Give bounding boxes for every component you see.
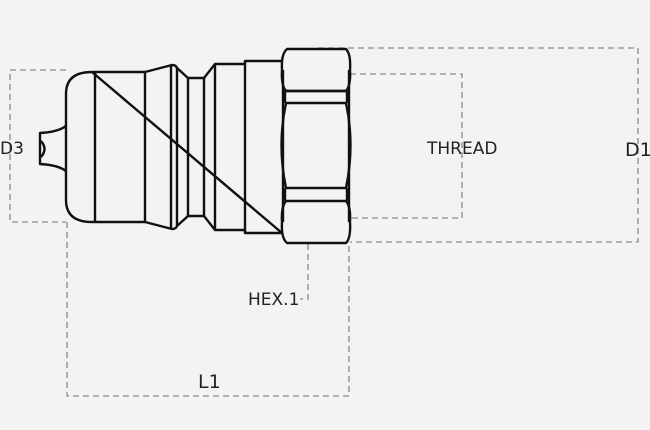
coupling-body — [38, 47, 352, 245]
hex-side — [281, 70, 351, 222]
hex-band — [286, 89, 346, 203]
d3-dimension — [9, 69, 66, 223]
nose-detail — [40, 140, 46, 158]
d1-label: D1 — [625, 139, 650, 161]
hex-flat — [280, 102, 352, 189]
d3-label: D3 — [0, 139, 24, 159]
thread-dimension — [350, 73, 463, 219]
l1-dimension — [66, 222, 350, 397]
thread-label: THREAD — [427, 139, 498, 159]
hex-nut — [280, 47, 352, 93]
hex-label: HEX.1 — [248, 290, 300, 310]
hex-nut-bottom — [280, 200, 352, 245]
front-body — [64, 59, 284, 235]
nose — [38, 125, 67, 172]
l1-label: L1 — [198, 371, 221, 393]
hex-dimension — [300, 244, 309, 300]
dimension-lines — [9, 47, 639, 397]
d1-dimension — [318, 47, 639, 243]
